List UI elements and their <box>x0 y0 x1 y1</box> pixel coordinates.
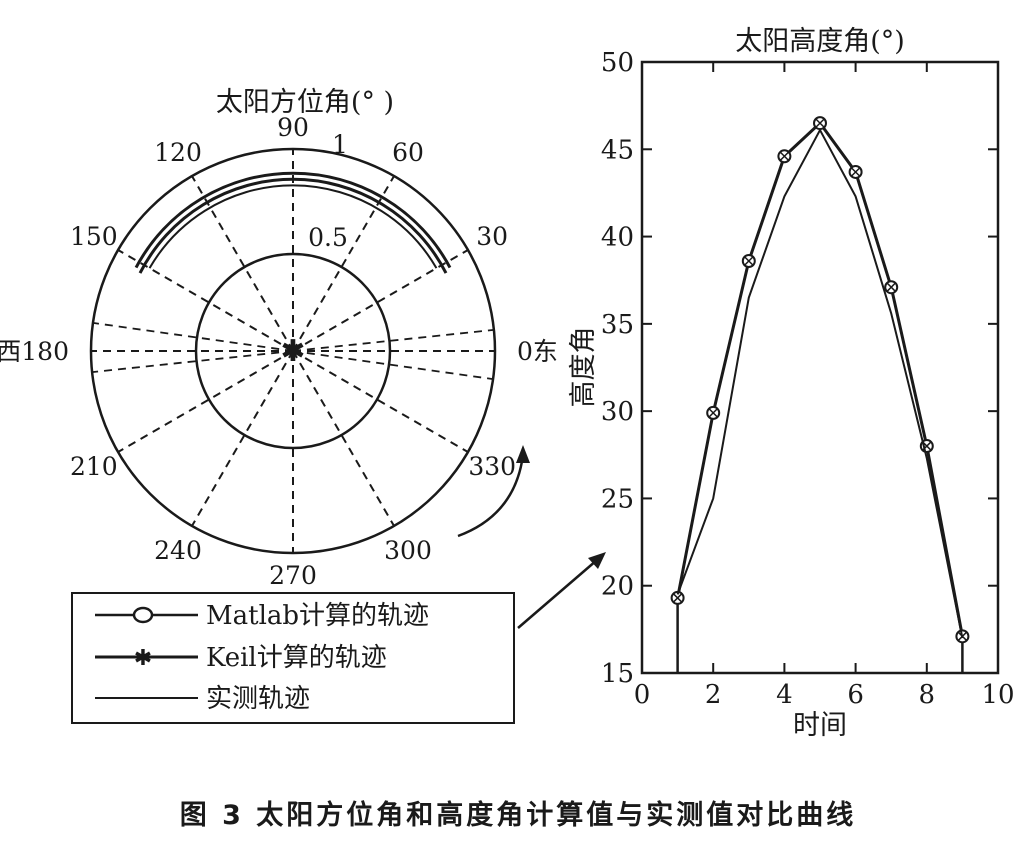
center-star-marker: ✱ <box>280 334 305 369</box>
angle-label-330: 330 <box>468 452 516 481</box>
azimuth-polar-chart: 太阳方位角(° ) 0东 30 60 90 120 150 西180 210 240 270 300… <box>0 87 558 590</box>
x-tick-label-0: 0 <box>634 680 651 710</box>
radial-tick-1: 1 <box>332 130 348 159</box>
figure-caption: 图 3 太阳方位角和高度角计算值与实测值对比曲线 <box>179 800 857 831</box>
y-tick-label-15: 15 <box>601 659 634 689</box>
legend-circle-marker <box>132 606 154 624</box>
spoke-offset-east-a <box>92 350 294 374</box>
spoke-300 <box>292 350 395 527</box>
x-tick-label-10: 10 <box>981 680 1014 710</box>
spoke-120 <box>191 175 294 352</box>
spoke-150 <box>117 249 294 352</box>
legend-box <box>71 592 515 724</box>
angle-label-300: 300 <box>384 536 432 565</box>
polar-inner-circle <box>194 252 392 450</box>
y-tick-label-45: 45 <box>601 135 634 165</box>
rotation-arrow-head <box>516 445 530 463</box>
pointer-arrow <box>517 559 598 629</box>
angle-label-90: 90 <box>277 113 309 142</box>
series-line-computed <box>676 120 964 637</box>
spoke-330 <box>292 350 469 453</box>
trajectory-none <box>148 184 438 269</box>
x-tick-label-2: 2 <box>705 680 722 710</box>
rotation-arrow <box>457 454 525 538</box>
y-tick-label-40: 40 <box>601 223 634 253</box>
y-tick-label-50: 50 <box>601 48 634 78</box>
x-tick-label-6: 6 <box>847 680 864 710</box>
y-tick-label-20: 20 <box>601 572 634 602</box>
legend-star-marker: ✱ <box>134 646 152 671</box>
line-chart-series <box>670 116 970 673</box>
y-tick-label-25: 25 <box>601 484 634 514</box>
angle-label-180: 西180 <box>0 337 69 366</box>
legend-label-keil: Keil计算的轨迹 <box>206 643 387 673</box>
legend-entry-keil: ✱ Keil计算的轨迹 <box>95 643 387 673</box>
x-tick-label-8: 8 <box>919 680 936 710</box>
elevation-line-chart: 太阳高度角(°) 0 2 4 6 8 10 15 20 25 30 35 40 45 50 时间 高度角 <box>568 26 1015 741</box>
spoke-offset-east-b-a <box>292 350 494 381</box>
polar-trajectories <box>134 171 452 274</box>
legend-label-measured: 实测轨迹 <box>206 684 310 714</box>
y-tick-label-35: 35 <box>601 310 634 340</box>
radial-tick-0.5: 0.5 <box>308 223 348 252</box>
data-point-5 <box>813 116 827 131</box>
y-tick-label-30: 30 <box>601 397 634 427</box>
data-point-4 <box>777 149 792 164</box>
legend: Matlab计算的轨迹 ✱ Keil计算的轨迹 实测轨迹 <box>71 592 515 724</box>
angle-label-60: 60 <box>392 138 424 167</box>
spoke-offset-west-a <box>92 321 294 352</box>
polar-spokes <box>91 149 495 553</box>
angle-label-30: 30 <box>476 222 508 251</box>
angle-label-120: 120 <box>154 138 202 167</box>
data-point-7 <box>884 280 899 295</box>
x-axis-label: 时间 <box>793 710 847 741</box>
spoke-30 <box>292 249 469 352</box>
trajectory-star <box>138 177 448 274</box>
data-point-3 <box>741 254 756 269</box>
polar-title: 太阳方位角(° ) <box>216 87 394 118</box>
legend-entry-matlab: Matlab计算的轨迹 <box>95 601 429 631</box>
angle-label-210: 210 <box>70 452 118 481</box>
angle-label-150: 150 <box>70 222 118 251</box>
spoke-60 <box>292 175 395 352</box>
legend-entry-measured: 实测轨迹 <box>95 684 310 714</box>
spoke-240 <box>191 350 294 527</box>
polar-angle-labels: 0东 30 60 90 120 150 西180 210 240 270 300 330 <box>0 113 558 590</box>
data-point-2 <box>706 405 721 420</box>
plot-frame <box>640 60 1000 675</box>
x-tick-label-4: 4 <box>776 680 793 710</box>
angle-label-240: 240 <box>154 536 202 565</box>
legend-label-matlab: Matlab计算的轨迹 <box>206 601 429 631</box>
line-chart-title: 太阳高度角(°) <box>735 26 905 57</box>
angle-label-0: 0东 <box>517 337 558 366</box>
line-chart-ticks: 0 2 4 6 8 10 15 20 25 30 35 40 45 50 <box>601 48 1015 710</box>
angle-label-270: 270 <box>269 561 317 590</box>
pointer-arrow-head <box>588 552 606 569</box>
spoke-210 <box>117 350 294 453</box>
spoke-offset-east-a <box>292 328 494 352</box>
trajectory-circle <box>134 171 452 269</box>
y-axis-label: 高度角 <box>568 327 599 408</box>
series-line-measured <box>676 127 964 639</box>
data-point-6 <box>848 164 863 179</box>
